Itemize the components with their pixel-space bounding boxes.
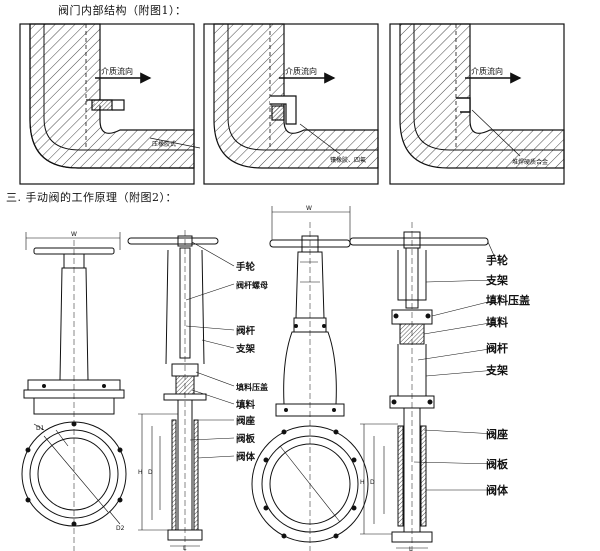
dim-label-d1: D1 (36, 425, 45, 432)
left-leaders (185, 241, 235, 459)
left-label-body: 阀体 (236, 451, 256, 463)
fig2-front-view-right (251, 206, 369, 551)
fig2-side-section-right (349, 222, 489, 551)
right-label-seat: 阀座 (486, 427, 508, 441)
figure1-panel-2 (203, 23, 379, 185)
heading-working-principle: 三. 手动阀的工作原理（附图2）： (6, 191, 177, 204)
fig1-flow-label-3: 介质流向 (471, 66, 503, 76)
right-label-gland: 填料压盖 (486, 293, 530, 307)
left-label-gate: 阀板 (236, 433, 256, 445)
right-label-bracket: 支架 (485, 363, 508, 377)
fig1-seal-label-1: 压橡胶式 (152, 140, 176, 148)
left-label-packing: 填料 (236, 399, 256, 411)
dim-label-d2: D2 (116, 525, 125, 532)
right-label-handwheel: 手轮 (486, 253, 508, 267)
dim-top-width-right: W (306, 205, 312, 212)
dim-label-h: H (138, 469, 143, 476)
figure1-panel-1 (19, 23, 201, 185)
heading-internal-structure: 阀门内部结构（附图1）： (58, 4, 187, 17)
right-label-body: 阀体 (486, 483, 509, 497)
left-label-gland: 填料压盖 (236, 382, 268, 392)
fig1-flow-label-2: 介质流向 (285, 66, 317, 76)
dim-label-dbig: D (148, 469, 153, 476)
left-label-seat: 阀座 (236, 415, 256, 427)
right-label-bracket-top: 支架 (485, 273, 508, 287)
fig2-front-view-left (21, 232, 127, 551)
left-part-labels: 手轮 阀杆螺母 阀杆 支架 填料压盖 填料 阀座 阀板 阀体 (235, 261, 268, 463)
left-label-bracket: 支架 (235, 343, 256, 355)
left-label-handwheel: 手轮 (236, 261, 256, 273)
dim-label-l: L (183, 545, 187, 551)
right-leaders (413, 241, 497, 491)
left-label-stem-nut: 阀杆螺母 (236, 280, 268, 290)
right-label-packing: 填料 (486, 315, 508, 329)
fig1-seal-label-2: 镶橡胶、四氟 (330, 156, 366, 164)
fig1-seal-label-3: 堆焊硬质合金 (512, 158, 548, 166)
right-label-stem: 阀杆 (486, 341, 508, 355)
left-label-stem: 阀杆 (236, 325, 256, 337)
fig1-flow-label-1: 介质流向 (101, 66, 133, 76)
dim-label-l-right: L (409, 546, 413, 551)
right-part-labels: 手轮 支架 填料压盖 填料 阀杆 支架 阀座 阀板 阀体 (485, 253, 530, 497)
dim-label-h-right: H (360, 479, 365, 486)
dim-top-width: W (71, 231, 77, 238)
dim-label-dbig-right: D (370, 479, 375, 486)
fig2-side-section-left (127, 230, 219, 551)
right-label-gate: 阀板 (486, 457, 509, 471)
figure1-panel-3 (389, 23, 565, 185)
